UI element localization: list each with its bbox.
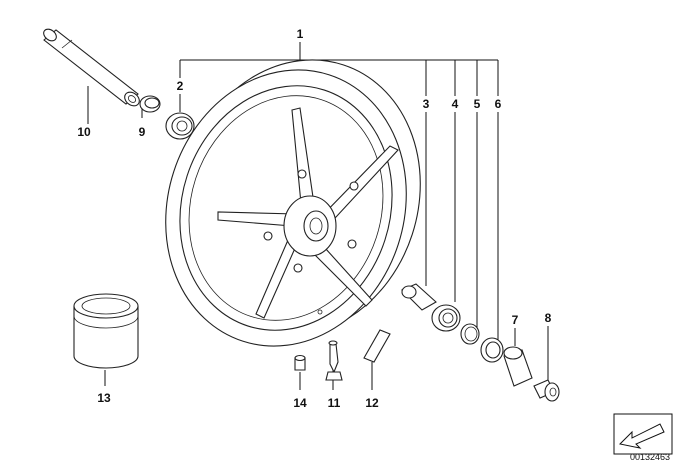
callout-3: 3 [423,97,430,111]
spacer-sleeve-icon [401,283,437,311]
document-number: 00132463 [630,452,670,461]
callout-11: 11 [328,396,341,410]
callout-7: 7 [512,313,519,327]
tire-valve-icon [325,340,343,381]
axle-icon [43,28,140,107]
leader-lines [87,42,549,390]
balance-weight-icon [363,329,391,363]
callout-9: 9 [139,125,146,139]
bolt-icon [533,379,560,402]
callout-6: 6 [495,97,502,111]
shaft-seal-icon [480,337,504,363]
callout-2: 2 [177,79,184,93]
spacer-bushing-icon [503,346,533,387]
bearing-right-icon [431,304,461,332]
wheel-icon [165,59,421,347]
callout-5: 5 [474,97,481,111]
arrow-orientation-icon [613,413,673,455]
callout-4: 4 [452,97,459,111]
spacer-icon [139,95,161,113]
valve-cap-icon [294,354,306,371]
circlip-icon [460,323,480,345]
callout-14: 14 [293,396,307,410]
grease-tin-icon [73,293,139,369]
bearing-icon [165,112,195,140]
callout-12: 12 [365,396,379,410]
callout-8: 8 [545,311,552,325]
callout-13: 13 [97,391,111,405]
callout-1: 1 [297,27,304,41]
callout-10: 10 [77,125,91,139]
